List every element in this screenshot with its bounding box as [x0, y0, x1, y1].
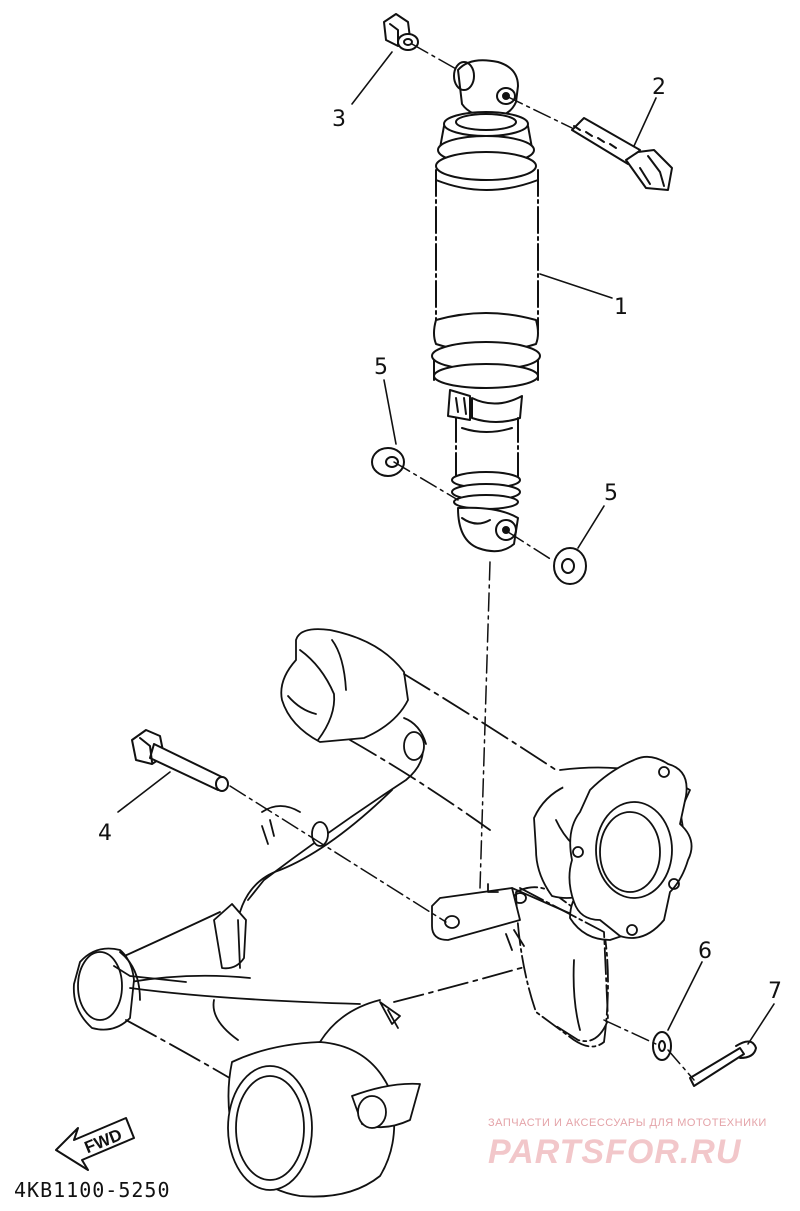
washer-upper [372, 448, 404, 476]
swing-arm [74, 629, 692, 1196]
diagram-code: 4KB1100-5250 [14, 1178, 171, 1202]
callout-1: 1 [614, 295, 628, 320]
shock-upper-bolt [572, 118, 672, 190]
leader-lines [118, 52, 774, 1044]
washer-axle [653, 1032, 671, 1060]
callout-2: 2 [652, 75, 666, 100]
callout-3: 3 [332, 107, 346, 132]
rear-shock-absorber [432, 60, 540, 551]
swing-arm-pivot-bolt [132, 730, 228, 791]
watermark-tagline: ЗАПЧАСТИ И АКСЕССУАРЫ ДЛЯ МОТОТЕХНИКИ [488, 1117, 767, 1129]
callout-7: 7 [768, 979, 782, 1004]
washer-lower [554, 548, 586, 584]
watermark-brand: PARTSFOR.RU [488, 1133, 742, 1171]
callout-6: 6 [698, 939, 712, 964]
shock-upper-nut [384, 14, 418, 50]
callout-5-upper: 5 [374, 355, 388, 380]
callout-4: 4 [98, 821, 112, 846]
callout-5-lower: 5 [604, 481, 618, 506]
assembly-lines [230, 44, 694, 1080]
fwd-label: FWD [82, 1125, 125, 1157]
cotter-pin [690, 1041, 756, 1086]
forward-direction-arrow: FWD [56, 1118, 134, 1170]
